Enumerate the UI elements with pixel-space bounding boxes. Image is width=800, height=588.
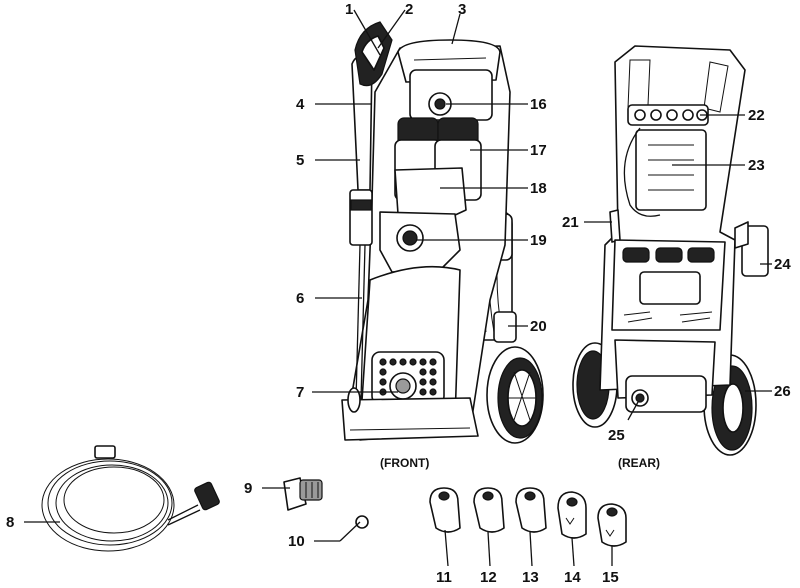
callout-6: 6 [296,290,304,307]
callout-25: 25 [608,427,625,444]
callout-9: 9 [244,480,252,497]
callout-11: 11 [436,569,452,586]
callout-16: 16 [530,96,547,113]
callout-2: 2 [405,1,413,18]
front-view-caption: (FRONT) [380,456,429,470]
callout-3: 3 [458,1,466,18]
front-view-illustration [341,21,544,444]
rear-view-illustration [572,45,769,456]
callout-21: 21 [562,214,579,231]
callout-5: 5 [296,152,304,169]
o-ring-illustration [355,515,369,529]
callout-10: 10 [288,533,305,550]
callout-8: 8 [6,514,14,531]
callout-4: 4 [296,96,305,113]
callout-13: 13 [522,569,539,586]
callout-15: 15 [602,569,619,586]
callout-18: 18 [530,180,547,197]
callout-17: 17 [530,142,547,159]
callout-22: 22 [748,107,765,124]
callout-23: 23 [748,157,765,174]
leader-lines [24,9,772,567]
garden-hose-illustration [41,445,220,552]
callout-1: 1 [345,1,353,18]
callout-20: 20 [530,318,547,335]
hose-adapter-illustration [283,477,323,511]
callout-7: 7 [296,384,304,401]
callout-26: 26 [774,383,791,400]
callout-12: 12 [480,569,497,586]
callout-19: 19 [530,232,547,249]
callout-24: 24 [774,256,791,273]
callout-14: 14 [564,569,581,586]
callout-labels: 1 2 3 4 5 6 7 8 9 10 11 12 13 14 15 16 1… [6,1,791,586]
nozzle-tips-illustration [429,487,627,547]
rear-view-caption: (REAR) [618,456,660,470]
